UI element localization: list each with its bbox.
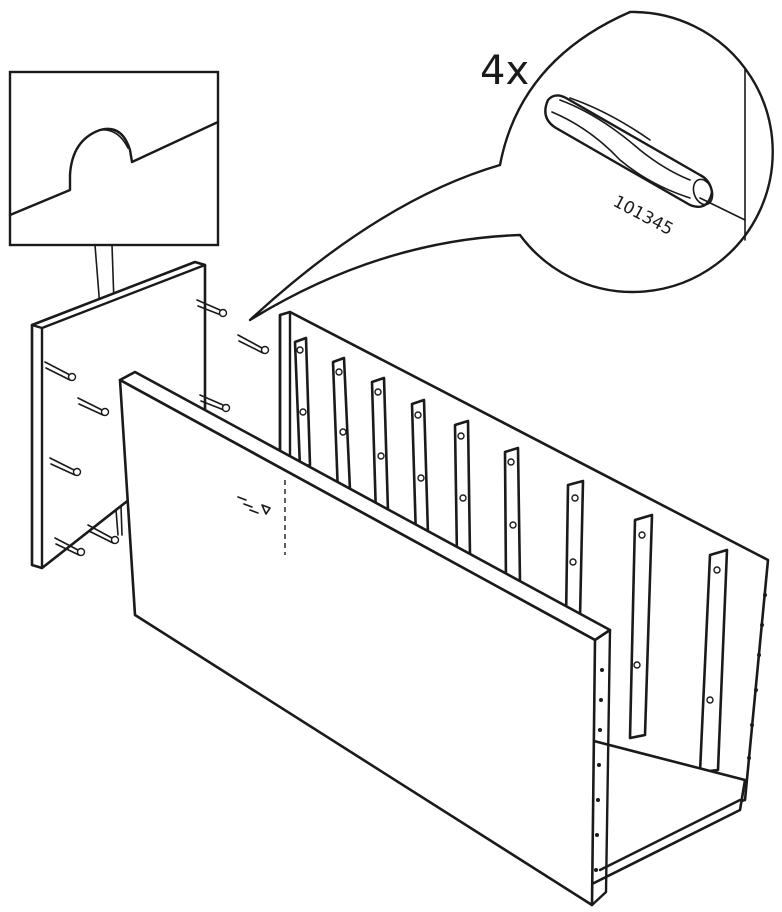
front-panel-hole-marker (237, 480, 286, 555)
callout-bubble (248, 10, 774, 322)
left-side-panel (30, 260, 231, 570)
dowel-part-number: 101345 (610, 192, 677, 240)
front-panel-edge-dots (594, 668, 604, 872)
front-panel (118, 370, 612, 907)
dowel-quantity: 4x (480, 48, 529, 94)
dowel-callout: 101345 4x (248, 10, 774, 322)
detail-inset-frame (8, 70, 220, 247)
side-panel-dowels (44, 299, 231, 557)
loose-dowel (237, 334, 270, 355)
wooden-dowel-icon (544, 94, 714, 209)
detail-inset (8, 70, 220, 536)
back-panel (278, 310, 770, 871)
back-panel-edge-dots (747, 593, 767, 760)
edge-notch-icon (8, 120, 220, 217)
shelf-rails (293, 336, 729, 774)
